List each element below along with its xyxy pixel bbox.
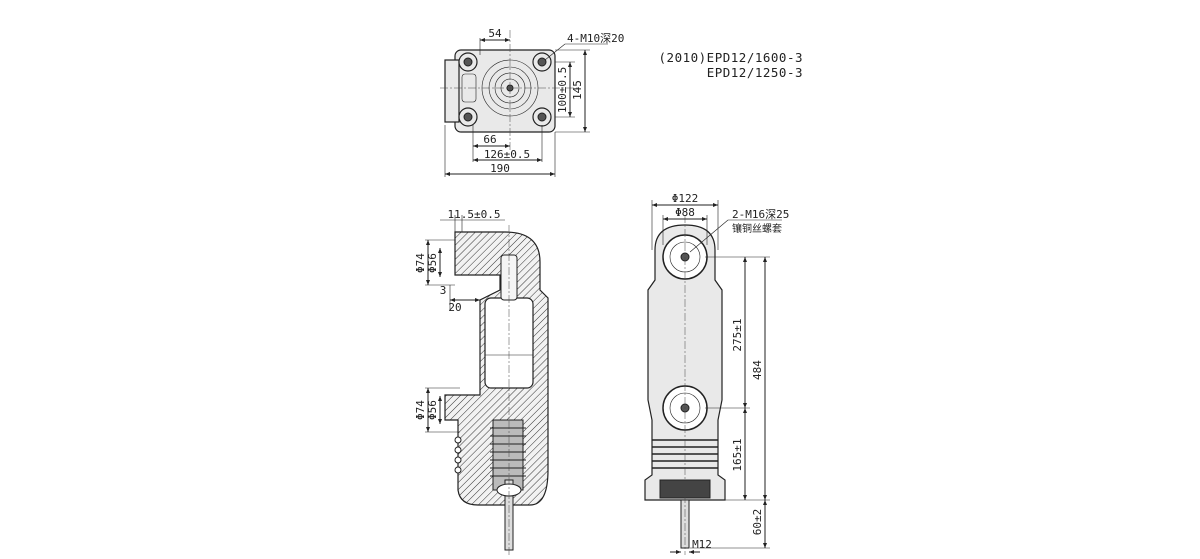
- model-title-line2: EPD12/1250-3: [707, 65, 803, 80]
- front-view: Φ122 Φ88 2-M16深25 镶铜丝螺套 275±1 165±1 484 …: [644, 192, 789, 555]
- dim-phi88: Φ88: [675, 206, 695, 219]
- dim-484: 484: [751, 360, 764, 380]
- dim-m12: M12: [692, 538, 712, 551]
- dim-3: 3: [440, 284, 447, 297]
- model-title-line1: (2010)EPD12/1600-3: [659, 50, 803, 65]
- dim-phi74-bottom: Φ74: [414, 400, 427, 420]
- dim-phi122: Φ122: [672, 192, 699, 205]
- dim-275: 275±1: [731, 318, 744, 351]
- dim-phi74-top: Φ74: [414, 253, 427, 273]
- dim-phi56-top: Φ56: [426, 253, 439, 273]
- dim-11-5: 11.5±0.5: [448, 208, 501, 221]
- top-view: 54 4-M10深20 100±0.5 145 66 126±0.5 190: [440, 27, 624, 177]
- dim-190: 190: [490, 162, 510, 175]
- dim-60: 60±2: [751, 509, 764, 536]
- dim-54: 54: [488, 27, 502, 40]
- dim-20: 20: [448, 301, 461, 314]
- dim-phi56-bottom: Φ56: [426, 400, 439, 420]
- dim-165: 165±1: [731, 438, 744, 471]
- bolt-note: 4-M10深20: [567, 32, 624, 45]
- dim-126: 126±0.5: [484, 148, 530, 161]
- dim-66: 66: [483, 133, 496, 146]
- section-view: 11.5±0.5 Φ74 Φ56 3 20 Φ74 Φ56: [414, 208, 549, 555]
- dim-145: 145: [571, 80, 584, 100]
- model-title: (2010)EPD12/1600-3 EPD12/1250-3: [659, 50, 803, 80]
- thread-note: 2-M16深25: [732, 208, 789, 221]
- insert-note: 镶铜丝螺套: [732, 222, 782, 235]
- dim-100: 100±0.5: [556, 67, 569, 113]
